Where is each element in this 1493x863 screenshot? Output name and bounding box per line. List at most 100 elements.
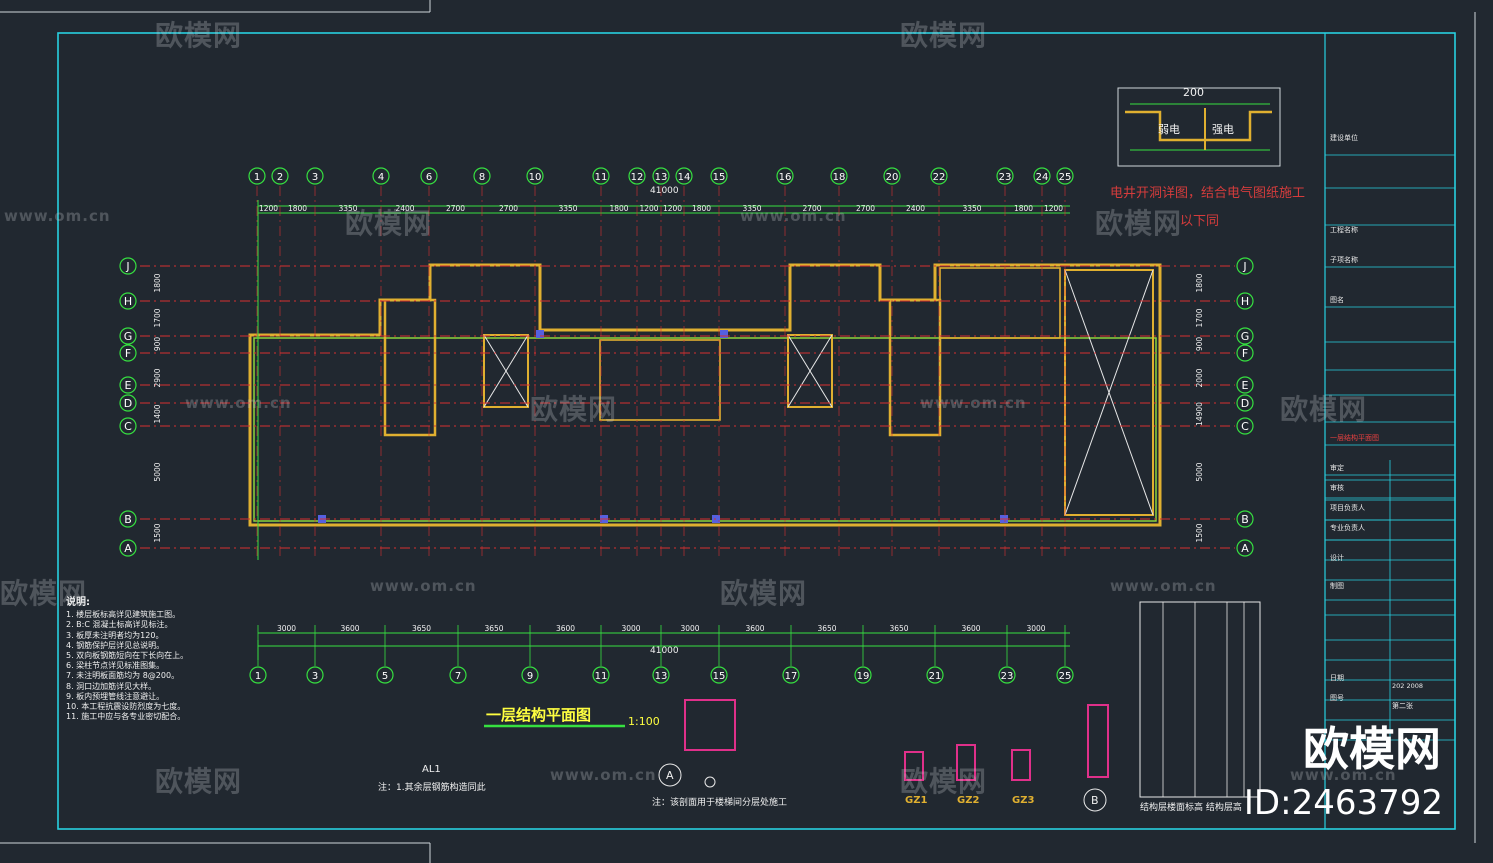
column-axis-label: 5 (382, 671, 388, 682)
title-block-label: 审定 (1330, 463, 1344, 472)
right-dimension: 1800 (1195, 273, 1204, 292)
row-axis-bubble-J: J (119, 257, 137, 275)
column-axis-bubble-bottom-21: 21 (926, 625, 944, 684)
top-dimension: 1200 (639, 204, 658, 213)
row-axis-bubble-C: C (119, 417, 137, 435)
bottom-dimension: 3000 (680, 624, 699, 633)
column-axis-label: 25 (1059, 671, 1072, 682)
row-axis-label: D (124, 397, 132, 410)
row-axis-bubble-C: C (1236, 417, 1254, 435)
right-dimension: 1700 (1195, 308, 1204, 327)
column-axis-bubble-top-16: 16 (776, 167, 794, 185)
note-line: 11. 施工中应与各专业密切配合。 (66, 712, 186, 722)
column-axis-label: 1 (255, 671, 261, 682)
title-block-label: 图名 (1330, 295, 1344, 304)
column-axis-bubble-top-22: 22 (930, 167, 948, 185)
column-axis-label: 3 (312, 172, 318, 183)
row-axis-label: C (1241, 420, 1249, 433)
title-block-label: 日期 (1330, 674, 1344, 682)
top-dimension: 2700 (856, 204, 875, 213)
row-axis-bubble-H: H (119, 292, 137, 310)
column-label-gz1: GZ1 (905, 795, 928, 806)
row-axis-label: H (1241, 295, 1249, 308)
column-axis-bubble-bottom-3: 3 (306, 625, 324, 684)
column-axis-bubble-top-15: 15 (710, 167, 728, 185)
column-axis-label: 15 (713, 172, 726, 183)
bottom-dimension: 3000 (277, 624, 296, 633)
column-axis-label: 24 (1036, 172, 1049, 183)
green-detail-lines (257, 200, 1070, 660)
column-sections (658, 699, 1109, 812)
title-block-label: 制图 (1330, 581, 1344, 590)
column-axis-label: 9 (527, 671, 533, 682)
title-block-label: 子项名称 (1330, 255, 1358, 264)
column-axis-bubble-top-12: 12 (628, 167, 646, 185)
left-dimension: 5000 (153, 462, 162, 481)
row-axis-bubble-G: G (119, 327, 137, 345)
note-line: 7. 未注明板面筋均为 8@200。 (66, 671, 180, 681)
notes-title: 说明: (66, 597, 90, 608)
bottom-dimension: 3650 (484, 624, 503, 633)
column-axis-label: 11 (595, 671, 608, 682)
column-axis-bubble-top-25: 25 (1056, 167, 1074, 185)
row-axis-label: B (124, 513, 132, 526)
shaft-label-top-dim: 200 (1183, 86, 1204, 99)
column-axis-bubble-bottom-19: 19 (854, 625, 872, 684)
left-dimension: 2900 (153, 368, 162, 387)
column-axis-label: 20 (886, 172, 899, 183)
row-axis-label: H (124, 295, 132, 308)
plan-title: 一层结构平面图 (486, 706, 592, 724)
column-axis-bubble-bottom-23: 23 (998, 625, 1016, 684)
column-axis-bubble-top-13: 13 (652, 167, 670, 185)
column-axis-bubble-top-3: 3 (306, 167, 324, 185)
right-dimension: 900 (1195, 337, 1204, 352)
row-axis-label: E (1242, 379, 1249, 392)
column-axis-label: 17 (785, 671, 798, 682)
bottom-dimension: 3600 (556, 624, 575, 633)
bottom-dimension: 3600 (745, 624, 764, 633)
brand-id: ID:2463792 (1243, 783, 1443, 823)
row-axis-label: G (1241, 330, 1250, 343)
row-axis-label: G (124, 330, 133, 343)
row-axis-label: J (125, 260, 129, 273)
detail-label-b: B (1091, 794, 1099, 807)
column-label-gz2: GZ2 (957, 795, 980, 806)
total-dimension-bottom: 41000 (650, 646, 679, 656)
top-dimension: 2700 (446, 204, 465, 213)
note-line: 9. 板内预埋管线注意避让。 (66, 691, 165, 701)
row-axis-bubble-E: E (119, 376, 137, 394)
plan-scale: 1:100 (628, 715, 660, 728)
bottom-dimension: 3000 (1026, 624, 1045, 633)
title-block-label: 项目负责人 (1330, 503, 1365, 512)
row-axis-bubble-F: F (1236, 344, 1254, 362)
column-label-gz3: GZ3 (1012, 795, 1035, 806)
right-dimension: 2000 (1195, 368, 1204, 387)
column-axis-label: 21 (929, 671, 942, 682)
top-dimension: 3350 (742, 204, 761, 213)
column-axis-bubble-top-24: 24 (1033, 167, 1051, 185)
title-block-label: 图号 (1330, 694, 1344, 702)
row-axis-label: E (125, 379, 132, 392)
shaft-detail-title: 电井开洞详图，结合电气图纸施工 (1110, 186, 1306, 201)
detail-label-a: A (666, 769, 674, 782)
legend-table-title: 结构层楼面标高 结构层高 (1140, 803, 1242, 813)
title-block-label: 设计 (1330, 553, 1344, 562)
column-axis-bubble-top-23: 23 (996, 167, 1014, 185)
row-axis-label: A (124, 542, 132, 555)
bottom-dimension: 3600 (340, 624, 359, 633)
title-block-label: 一层结构平面图 (1330, 433, 1379, 442)
right-dimension: 14900 (1195, 402, 1204, 426)
bottom-dimension: 3650 (889, 624, 908, 633)
column-axis-bubble-top-2: 2 (271, 167, 289, 185)
column-axis-bubble-top-6: 6 (420, 167, 438, 185)
top-dimension: 3350 (962, 204, 981, 213)
note-section-a: 注：该剖面用于楼梯间分层处施工 (652, 798, 788, 808)
row-axis-label: A (1241, 542, 1249, 555)
top-dimension: 3350 (338, 204, 357, 213)
top-dimension: 3350 (558, 204, 577, 213)
column-axis-bubble-bottom-1: 1 (249, 625, 267, 684)
row-axis-label: F (1242, 347, 1248, 360)
column-axis-label: 6 (426, 172, 432, 183)
row-axis-bubble-G: G (1236, 327, 1254, 345)
